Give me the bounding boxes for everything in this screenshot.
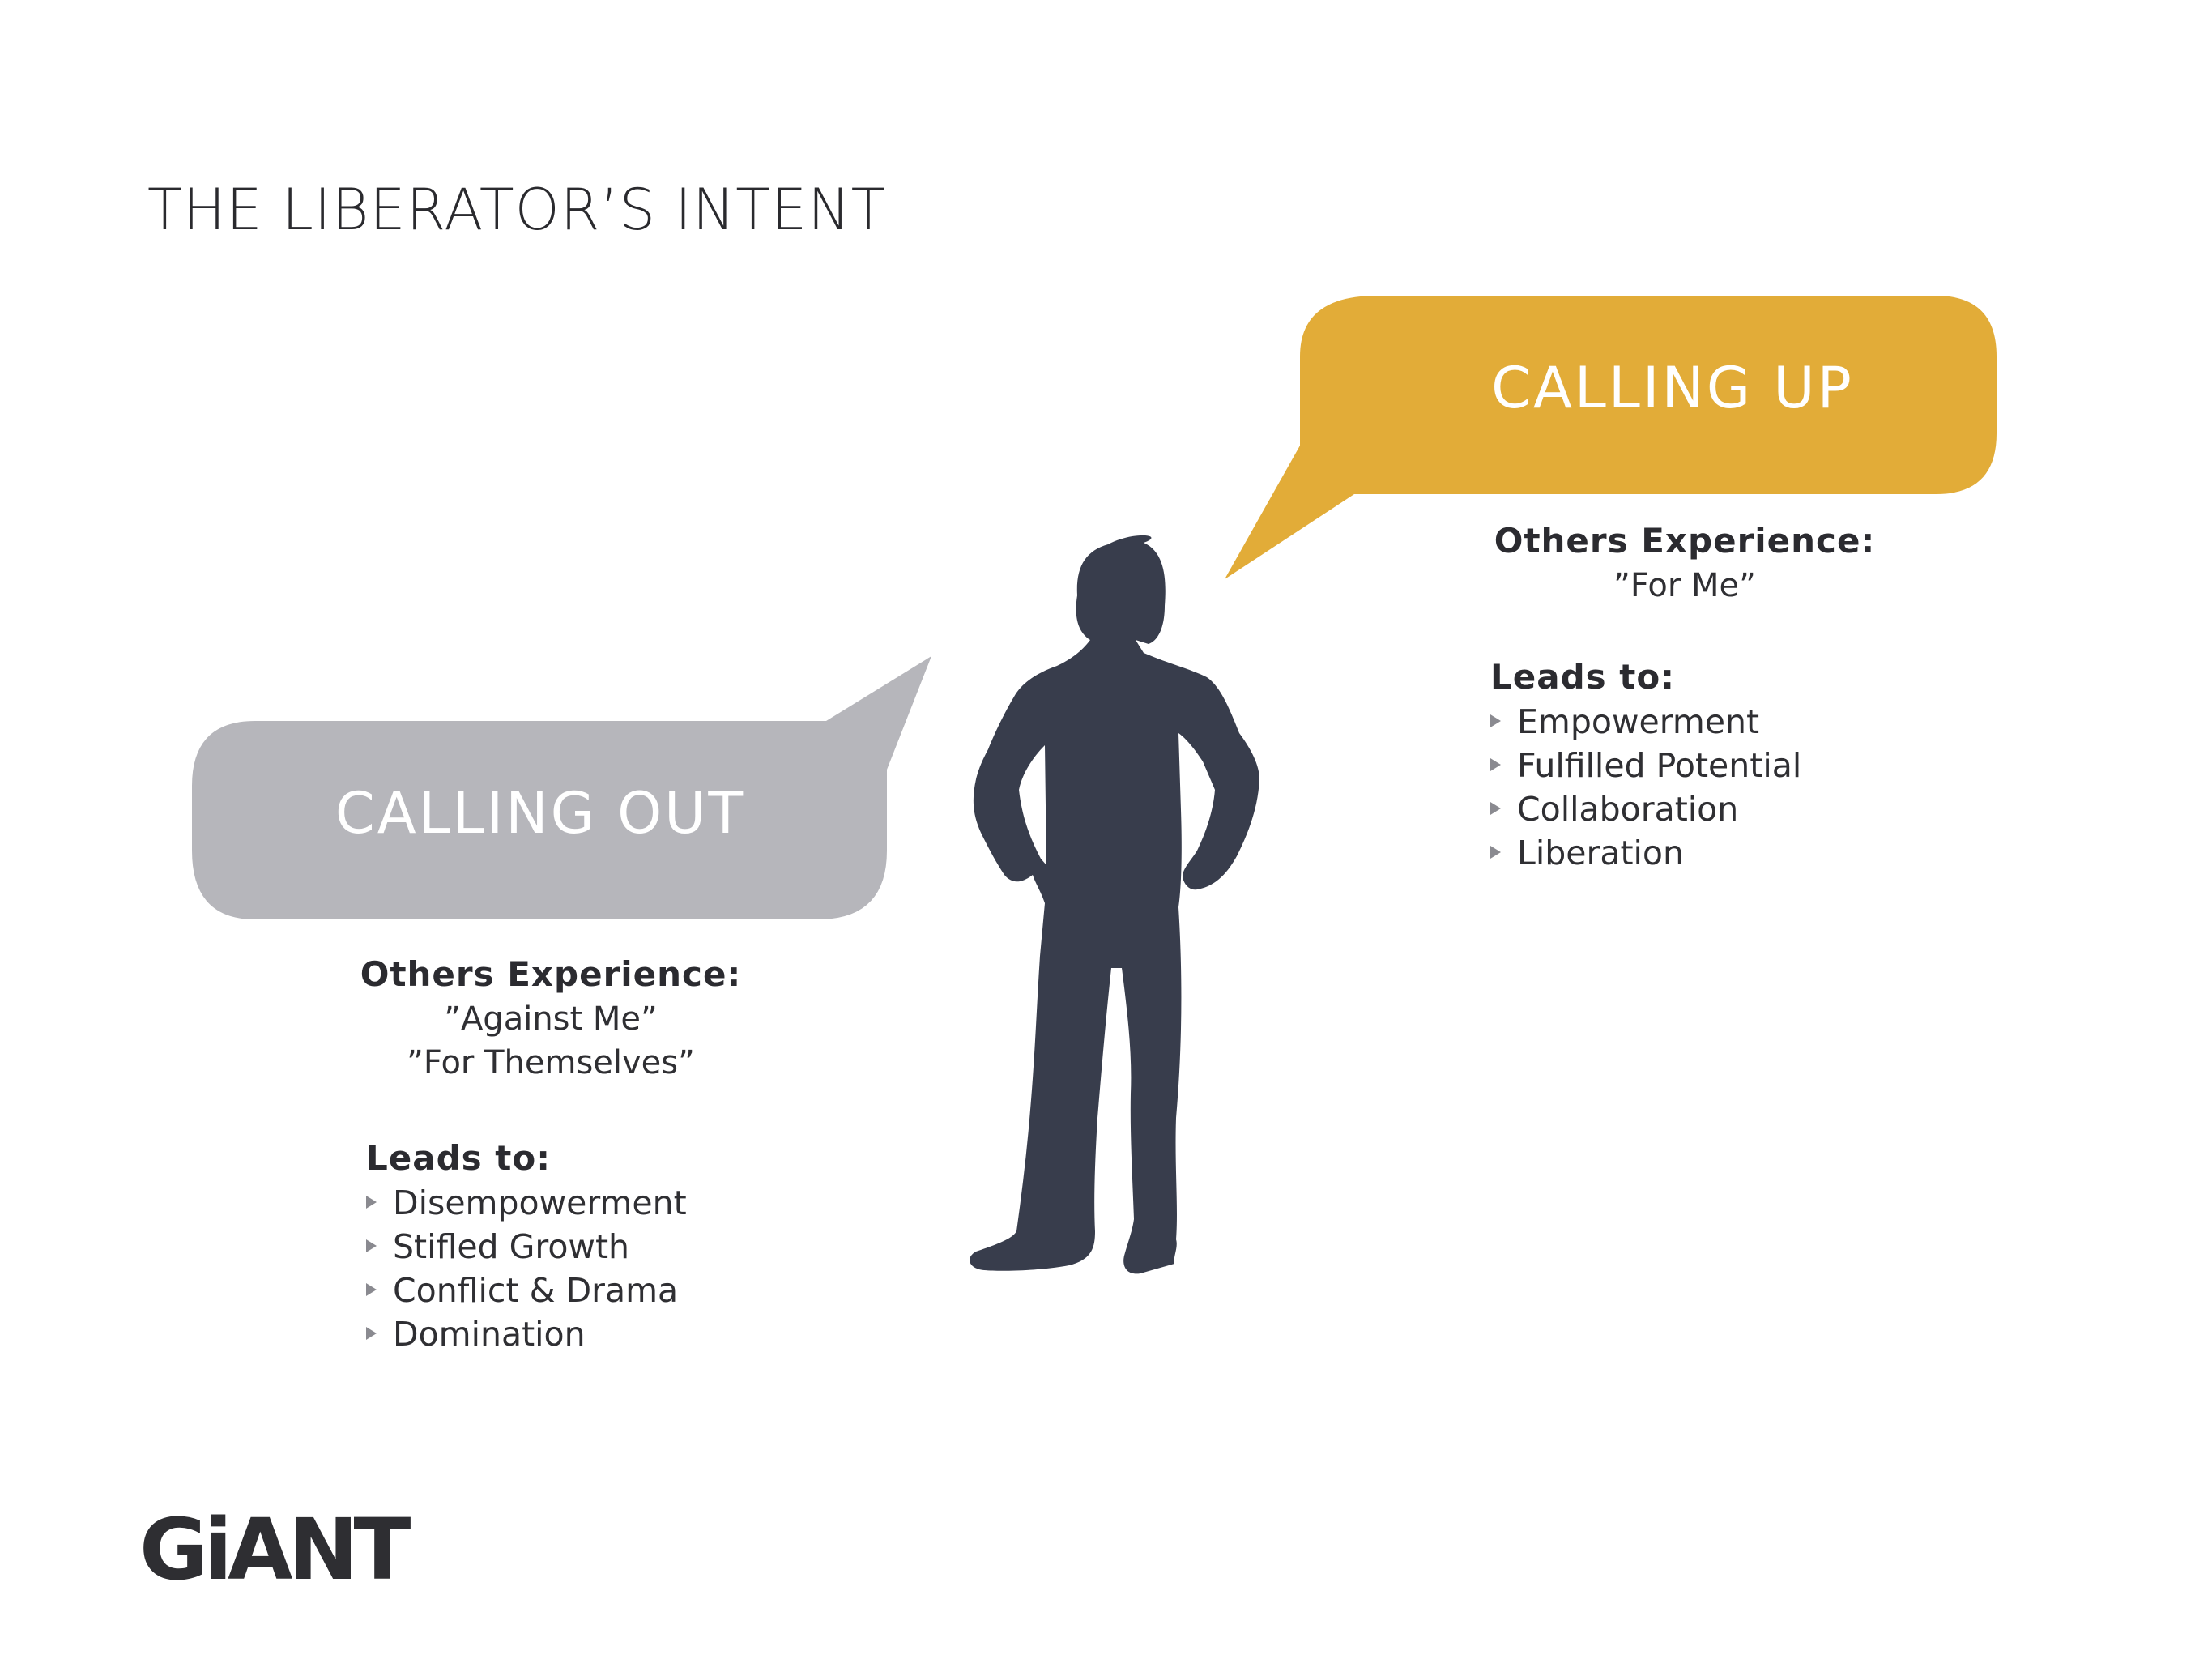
experience-heading: Others Experience: [360,954,742,994]
bullet-triangle-icon [1490,802,1501,815]
list-item-label: Domination [393,1315,586,1354]
calling-up-leads: Leads to: Empowerment Fulfilled Potentia… [1490,655,1801,875]
person-silhouette-icon [970,535,1259,1274]
calling-up-label: CALLING UP [1491,355,1854,421]
leads-heading: Leads to: [1490,657,1676,697]
calling-out-bubble [192,656,931,919]
list-item: Liberation [1490,831,1801,875]
bullet-triangle-icon [1490,714,1501,727]
list-item-label: Fulfilled Potential [1517,746,1802,785]
bullet-triangle-icon [366,1196,377,1209]
list-item-label: Disempowerment [393,1183,687,1222]
list-item-label: Stifled Growth [393,1227,630,1266]
list-item-label: Liberation [1517,834,1685,872]
experience-quote: ”For Me” [1613,567,1756,604]
experience-heading: Others Experience: [1494,521,1876,561]
bullet-triangle-icon [366,1327,377,1340]
bullet-triangle-icon [366,1283,377,1296]
giant-logo: GiANT [139,1500,411,1599]
calling-up-experience: Others Experience: ”For Me” [1442,518,1928,608]
experience-quote: ”For Themselves” [407,1044,695,1081]
calling-up-bubble [1225,296,1997,579]
list-item: Empowerment [1490,700,1801,744]
bullet-triangle-icon [366,1239,377,1252]
list-item-label: Collaboration [1517,790,1739,829]
bullet-triangle-icon [1490,758,1501,771]
calling-out-label: CALLING OUT [335,780,746,847]
leads-heading: Leads to: [366,1138,552,1178]
list-item: Stifled Growth [366,1225,687,1269]
list-item: Domination [366,1312,687,1356]
calling-out-leads: Leads to: Disempowerment Stifled Growth … [366,1136,687,1356]
list-item: Collaboration [1490,787,1801,831]
leads-list: Disempowerment Stifled Growth Conflict &… [366,1181,687,1356]
page-title: THE LIBERATOR’S INTENT [147,177,887,243]
list-item-label: Conflict & Drama [393,1271,679,1310]
bullet-triangle-icon [1490,846,1501,859]
list-item: Disempowerment [366,1181,687,1225]
leads-list: Empowerment Fulfilled Potential Collabor… [1490,700,1801,875]
list-item: Conflict & Drama [366,1269,687,1312]
experience-quote: ”Against Me” [444,1000,658,1038]
list-item: Fulfilled Potential [1490,744,1801,787]
list-item-label: Empowerment [1517,702,1760,741]
calling-out-experience: Others Experience: ”Against Me” ”For The… [308,952,794,1085]
